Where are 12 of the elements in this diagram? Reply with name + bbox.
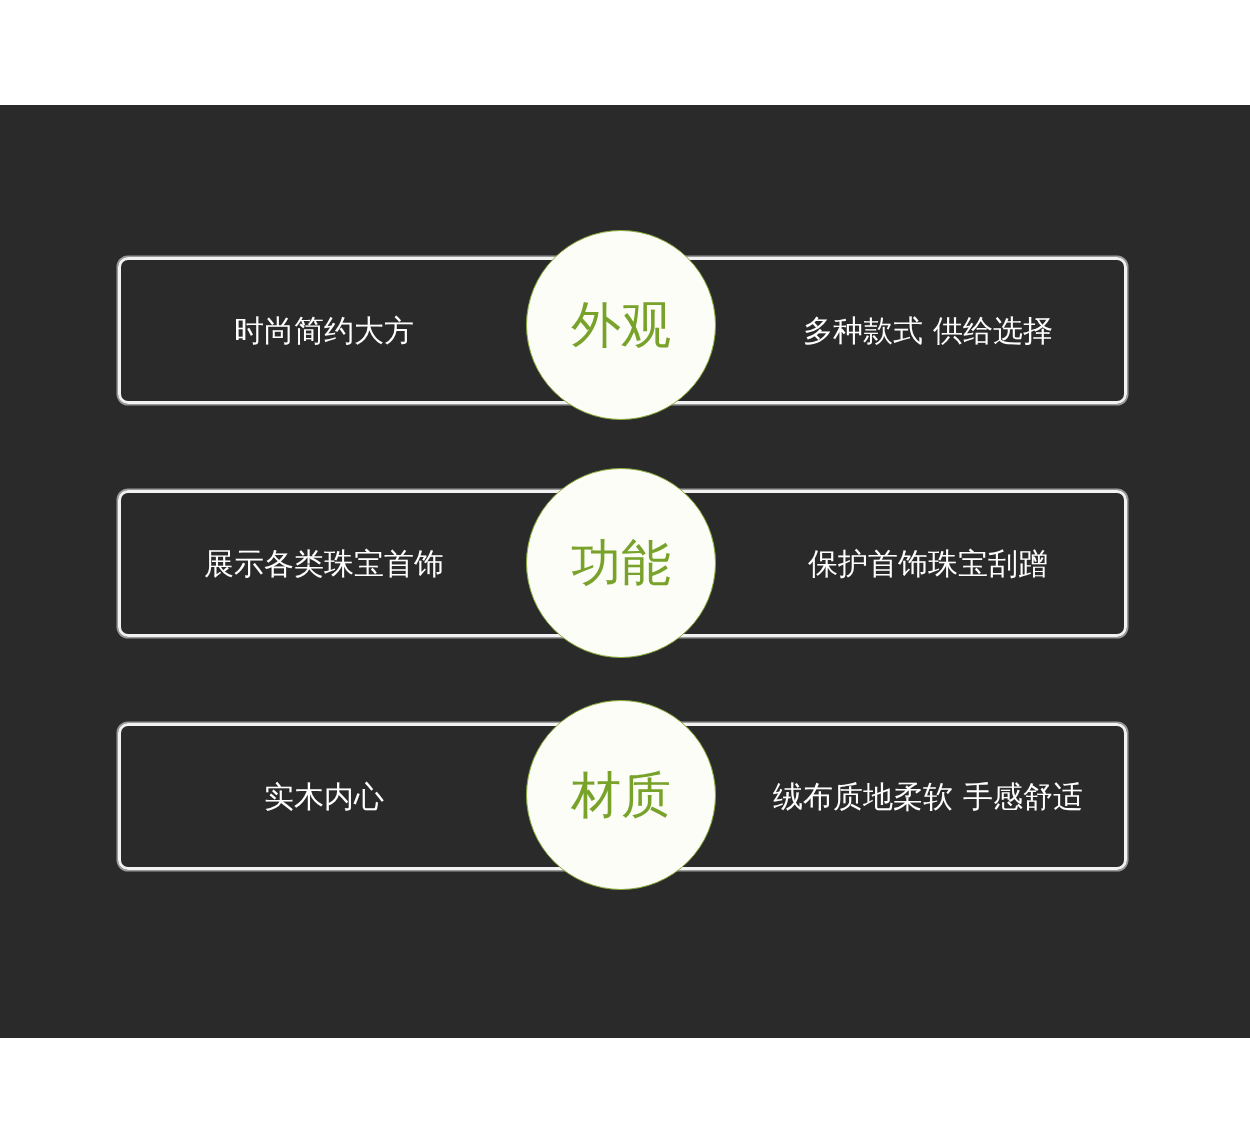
band-text: 时尚简约大方 <box>234 312 414 349</box>
title-circle: 外观 <box>526 230 716 420</box>
title-circle: 材质 <box>526 700 716 890</box>
rounded-band <box>118 490 1127 637</box>
band-text: 实木内心 <box>264 778 384 815</box>
band-text: 多种款式 供给选择 <box>803 312 1053 349</box>
band-text: 保护首饰珠宝刮蹭 <box>808 545 1048 582</box>
rounded-band <box>118 723 1127 870</box>
title-circle: 功能 <box>526 468 716 658</box>
band-text: 展示各类珠宝首饰 <box>204 545 444 582</box>
rounded-band <box>118 257 1127 404</box>
band-text: 绒布质地柔软 手感舒适 <box>773 778 1083 815</box>
